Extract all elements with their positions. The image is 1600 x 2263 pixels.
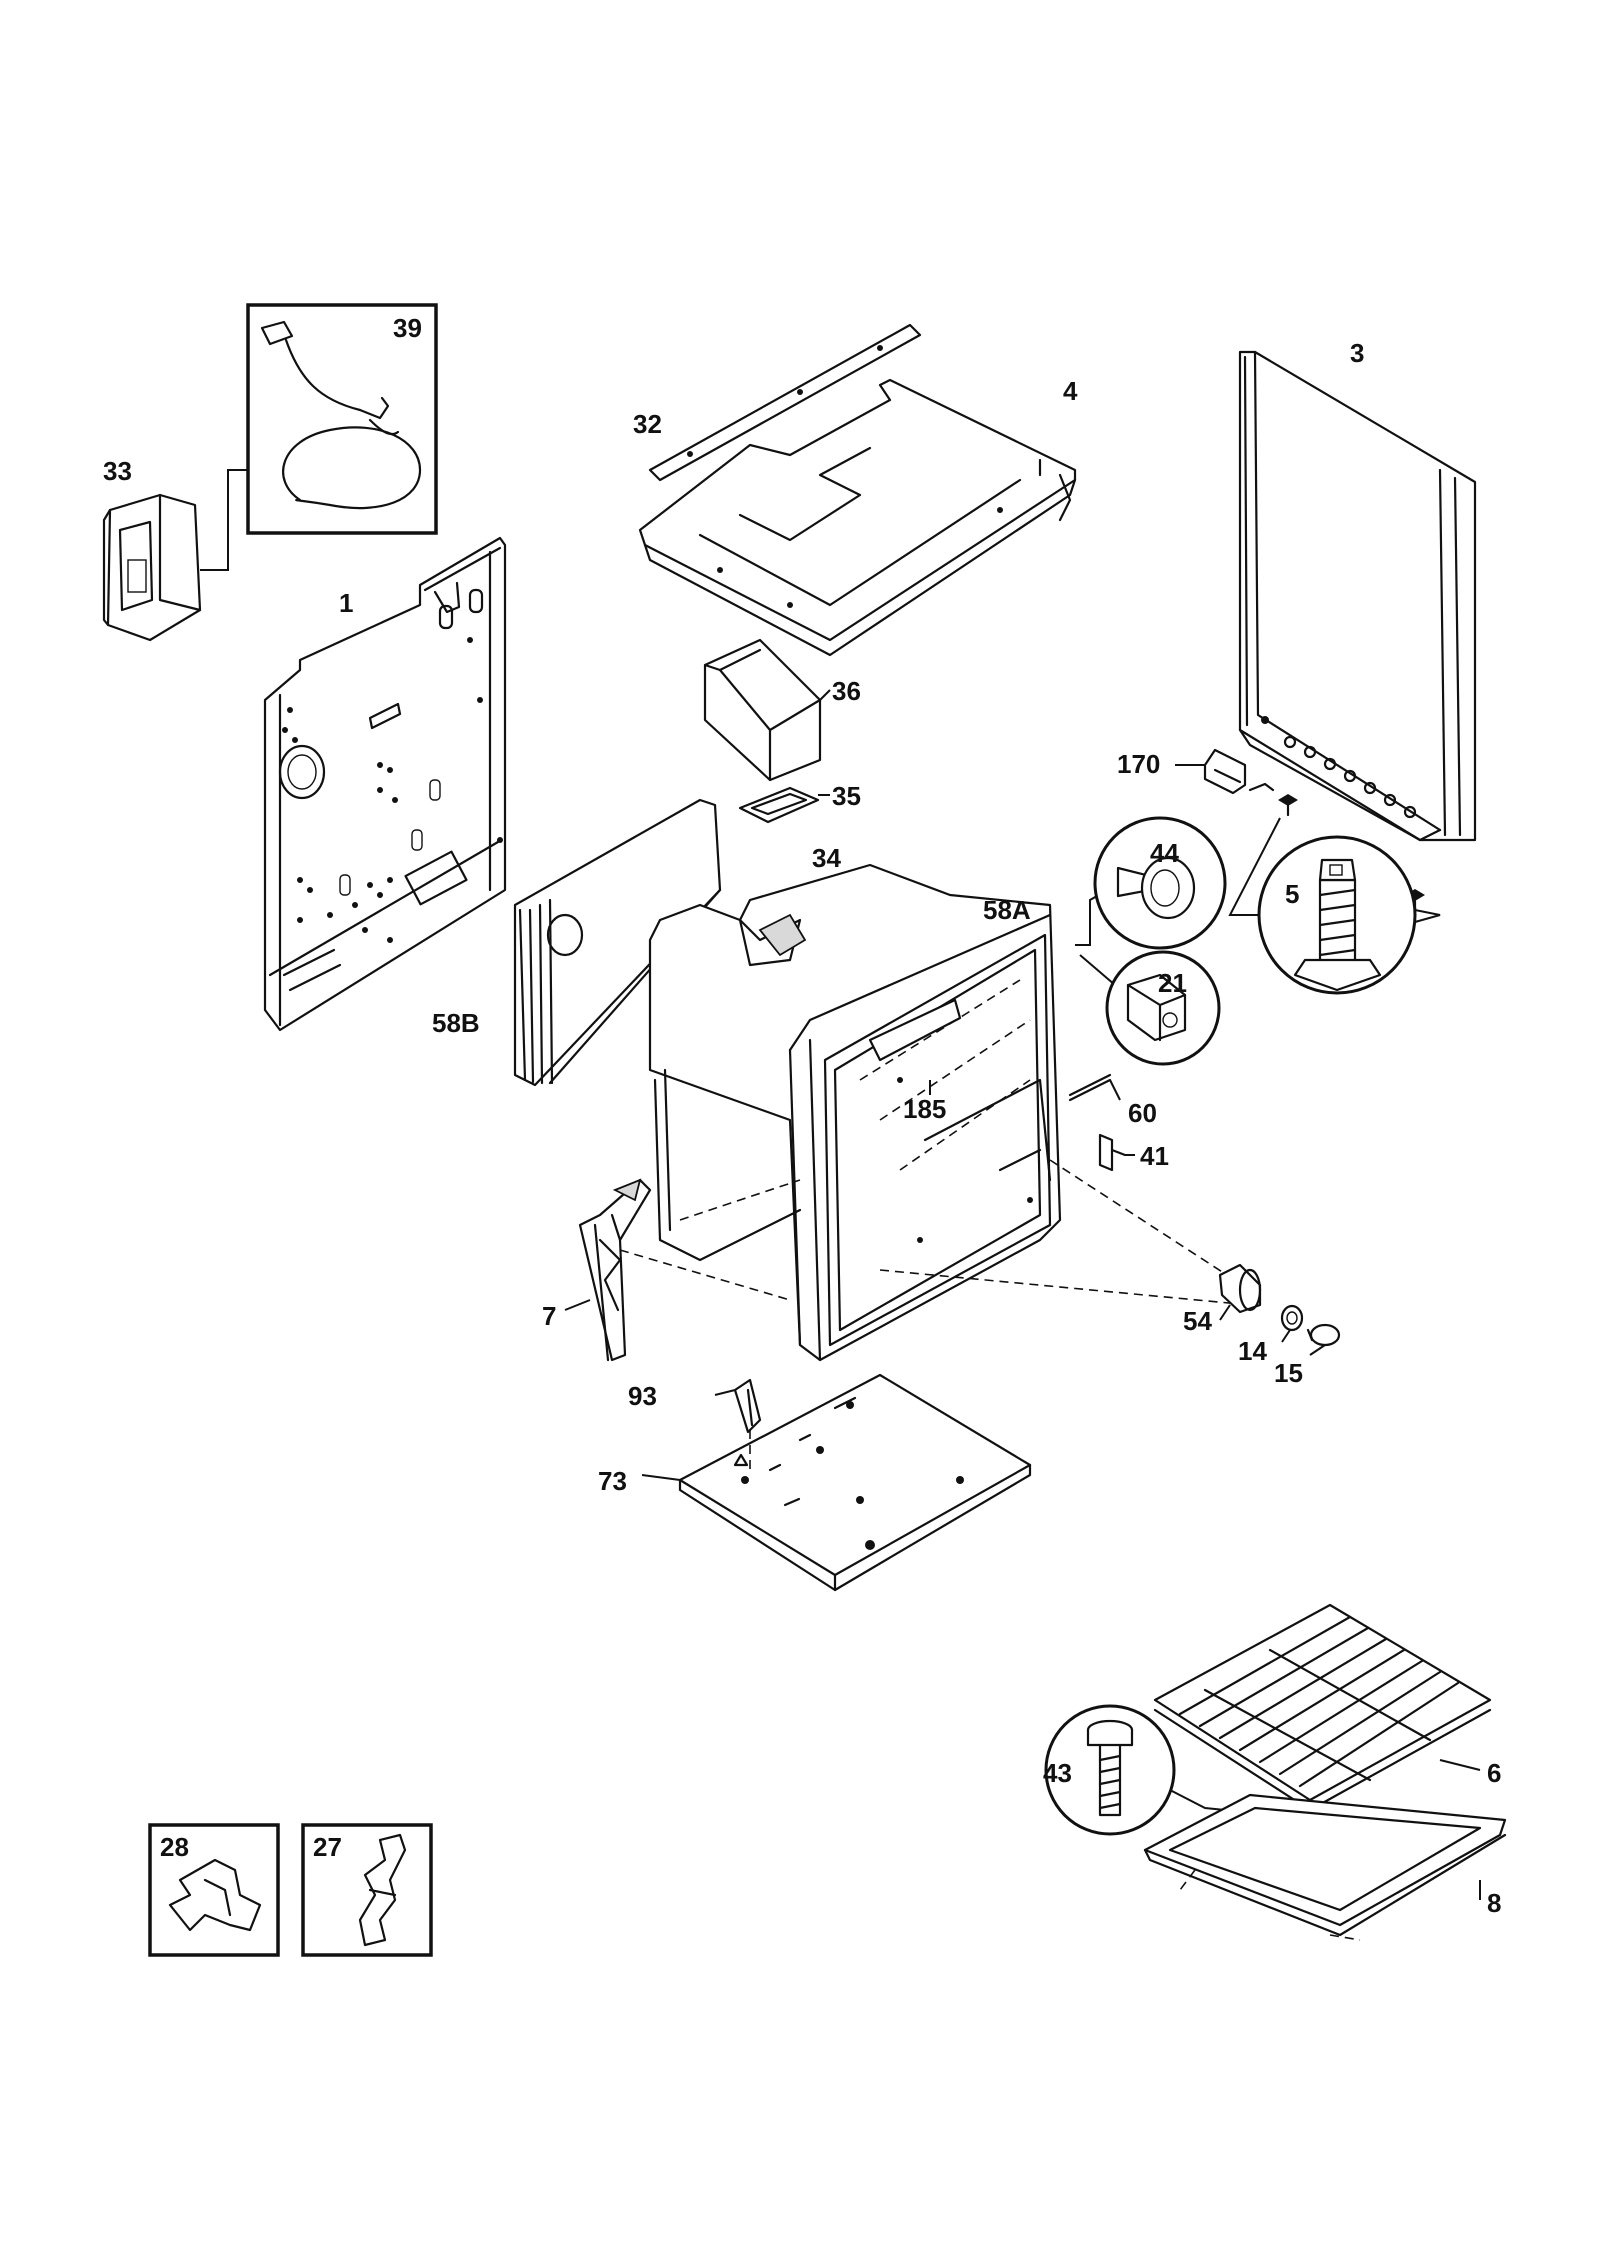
- lamp-ring-part: [1280, 1304, 1304, 1332]
- label-43: 43: [1043, 1758, 1072, 1788]
- bracket-28-inset: [148, 1823, 280, 1957]
- leveling-bracket-part: [1203, 748, 1275, 795]
- duct-gasket-part: [738, 786, 820, 824]
- lamp-socket-part: [1218, 1263, 1262, 1314]
- bottom-clip-part: [733, 1378, 762, 1434]
- label-34: 34: [812, 843, 841, 873]
- label-36: 36: [832, 676, 861, 706]
- label-6: 6: [1487, 1758, 1501, 1788]
- label-27: 27: [313, 1832, 342, 1862]
- label-28: 28: [160, 1832, 189, 1862]
- label-15: 15: [1274, 1358, 1303, 1388]
- label-33: 33: [103, 456, 132, 486]
- bottom-panel-part: [678, 1373, 1032, 1592]
- label-32: 32: [633, 409, 662, 439]
- rod-part: [1068, 1073, 1112, 1102]
- side-panel-part: [1238, 350, 1477, 842]
- label-3: 3: [1350, 338, 1364, 368]
- broiler-pan-part: [1143, 1793, 1507, 1941]
- label-185: 185: [903, 1094, 946, 1124]
- rack-screw-callout: [1044, 1704, 1176, 1836]
- back-panel-part: [263, 536, 507, 1032]
- label-7: 7: [542, 1301, 556, 1331]
- label-170: 170: [1117, 749, 1160, 779]
- label-39: 39: [393, 313, 422, 343]
- power-cord-inset: [246, 303, 438, 535]
- terminal-block-part: [102, 493, 202, 642]
- vent-duct-part: [703, 638, 822, 782]
- rear-bracket-part: [648, 323, 922, 482]
- oven-rack-part: [1153, 1603, 1492, 1812]
- label-93: 93: [628, 1381, 657, 1411]
- label-44: 44: [1150, 838, 1179, 868]
- bracket-27-inset: [301, 1823, 433, 1957]
- label-58B: 58B: [432, 1008, 480, 1038]
- insulation-blanket-part: [513, 798, 722, 1087]
- label-58A: 58A: [983, 895, 1031, 925]
- hinge-bracket-part: [1098, 1133, 1127, 1172]
- label-8: 8: [1487, 1888, 1501, 1918]
- label-60: 60: [1128, 1098, 1157, 1128]
- clip-callout: [1105, 950, 1221, 1066]
- label-41: 41: [1140, 1141, 1169, 1171]
- label-54: 54: [1183, 1306, 1212, 1336]
- label-35: 35: [832, 781, 861, 811]
- oven-cavity-part: [648, 863, 1062, 1362]
- top-frame-part: [638, 378, 1077, 657]
- part-labels: 39 33 1 32 4 3 36 35 170 34 58A 44 5 21 …: [103, 313, 1501, 1918]
- label-4: 4: [1063, 376, 1078, 406]
- label-5: 5: [1285, 879, 1299, 909]
- label-14: 14: [1238, 1336, 1267, 1366]
- door-hinge-part: [578, 1178, 652, 1362]
- door-bumper-callout: [1093, 816, 1227, 950]
- label-73: 73: [598, 1466, 627, 1496]
- leveling-leg-callout: [1257, 835, 1417, 995]
- label-21: 21: [1158, 968, 1187, 998]
- lamp-bulb-part: [1306, 1323, 1341, 1347]
- label-1: 1: [339, 588, 353, 618]
